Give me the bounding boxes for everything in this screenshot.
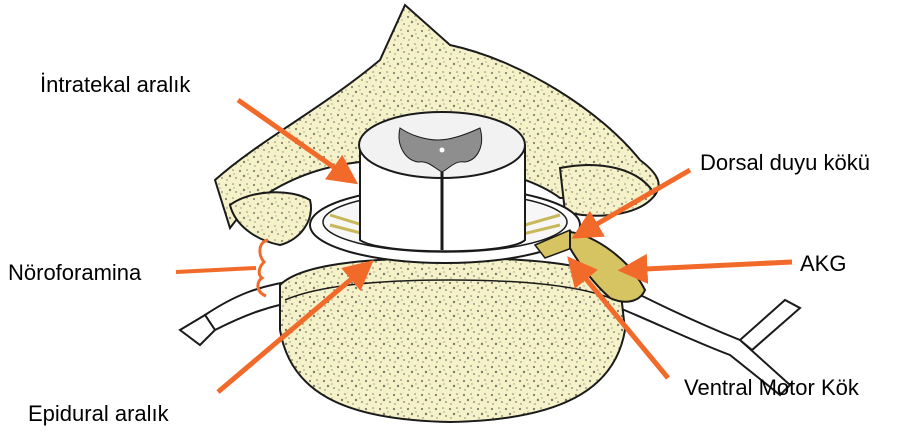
label-dorsal-duyu-koku: Dorsal duyu kökü (700, 152, 870, 174)
spinal-cord (359, 112, 525, 251)
arrow-akg (625, 262, 792, 270)
label-intratekal-aralik: İntratekal aralık (40, 74, 190, 96)
label-epidural-aralik: Epidural aralık (28, 403, 169, 425)
vertebral-body (280, 258, 625, 422)
arrow-noroforamina (176, 268, 256, 272)
label-noroforamina: Nöroforamina (8, 262, 141, 284)
label-akg: AKG (800, 253, 846, 275)
label-ventral-motor-kok: Ventral Motor Kök (684, 377, 859, 399)
